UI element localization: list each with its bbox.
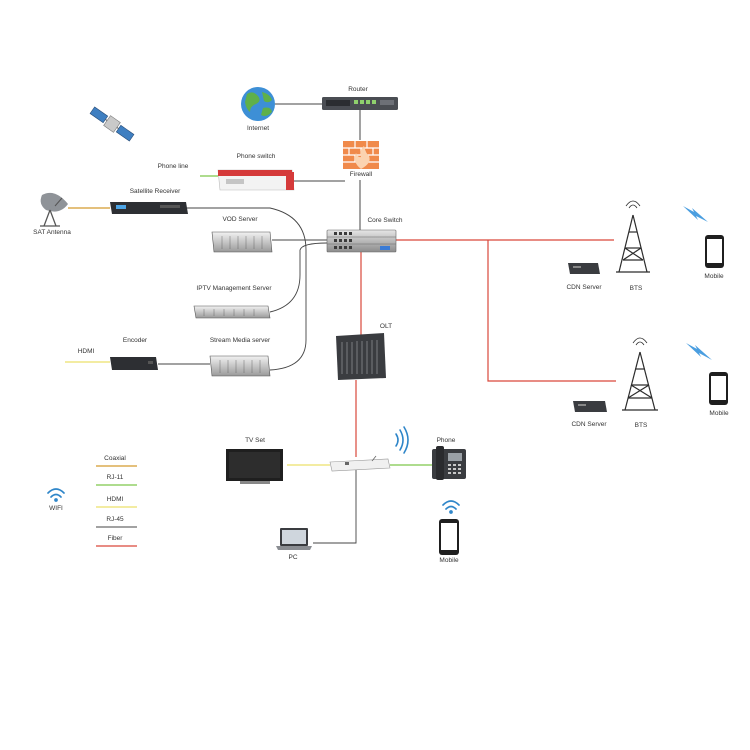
vod-server-label: VOD Server — [222, 216, 258, 223]
link-iptv-coreswitch — [269, 242, 328, 313]
cdn-server-2-label: CDN Server — [571, 421, 607, 428]
onu-icon — [329, 455, 391, 472]
legend-label-coaxial: Coaxial — [104, 455, 126, 462]
legend-label-rj11: RJ-11 — [106, 474, 124, 481]
tv-icon — [226, 449, 283, 484]
link-receiver-stream — [185, 207, 307, 371]
connections — [65, 103, 616, 544]
encoder-label: Encoder — [122, 337, 148, 344]
legend-label-fiber: Fiber — [107, 535, 123, 542]
bts-2-label: BTS — [634, 422, 648, 429]
wifi-icon — [395, 426, 409, 454]
bts-1-label: BTS — [629, 285, 643, 292]
server-icon — [211, 231, 273, 253]
server-icon — [209, 355, 271, 377]
server-icon — [193, 305, 271, 319]
legend-label-hdmi: HDMI — [106, 496, 124, 503]
legend-label-rj45: RJ-45 — [106, 516, 124, 523]
hdmi-input-label: HDMI — [77, 348, 95, 355]
firewall-icon — [343, 141, 379, 169]
mobile-1-label: Mobile — [704, 273, 724, 280]
mobile-3-label: Mobile — [439, 557, 459, 564]
tv-set-label: TV Set — [245, 437, 265, 444]
iptv-management-server-label: IPTV Management Server — [196, 285, 272, 292]
mobile-2-label: Mobile — [709, 410, 729, 417]
laptop-icon — [276, 528, 312, 550]
legend-lines — [96, 465, 137, 547]
fiber-core-bts2 — [487, 240, 616, 382]
phone-icon — [432, 446, 466, 480]
mobile-icon — [705, 235, 724, 268]
pc-label: PC — [288, 554, 298, 561]
router-icon — [322, 97, 398, 110]
globe-icon — [241, 87, 275, 121]
mobile-icon — [439, 519, 459, 555]
mobile-icon — [709, 372, 728, 405]
receiver-icon — [110, 202, 188, 214]
firewall-label: Firewall — [349, 171, 373, 178]
wifi-icon — [47, 488, 65, 502]
phone-label: Phone — [436, 437, 456, 444]
olt-label: OLT — [379, 323, 393, 330]
server-icon — [568, 263, 600, 274]
satellite-receiver-label: Satellite Receiver — [129, 188, 181, 195]
server-icon — [573, 401, 607, 412]
link-onu-pc — [313, 470, 357, 544]
phone-switch-icon — [217, 169, 295, 191]
satellite-icon — [89, 106, 135, 142]
stream-media-server-label: Stream Media server — [209, 337, 271, 344]
legend-wifi-label: WIFI — [49, 505, 63, 512]
switch-icon — [326, 229, 397, 253]
sat-antenna-label: SAT Antenna — [33, 229, 71, 236]
olt-icon — [336, 333, 386, 380]
lightning-icon — [683, 206, 708, 222]
internet-label: Internet — [246, 125, 270, 132]
phone-switch-label: Phone switch — [236, 153, 276, 160]
cdn-server-1-label: CDN Server — [566, 284, 602, 291]
lightning-icon — [686, 343, 712, 360]
phone-line-label: Phone line — [157, 163, 189, 170]
encoder-icon — [110, 357, 158, 370]
dish-icon — [40, 192, 68, 227]
wifi-icon — [442, 500, 460, 514]
tower-icon — [616, 200, 650, 273]
tower-icon — [622, 337, 658, 411]
core-switch-label: Core Switch — [367, 217, 403, 224]
router-label: Router — [348, 86, 368, 93]
